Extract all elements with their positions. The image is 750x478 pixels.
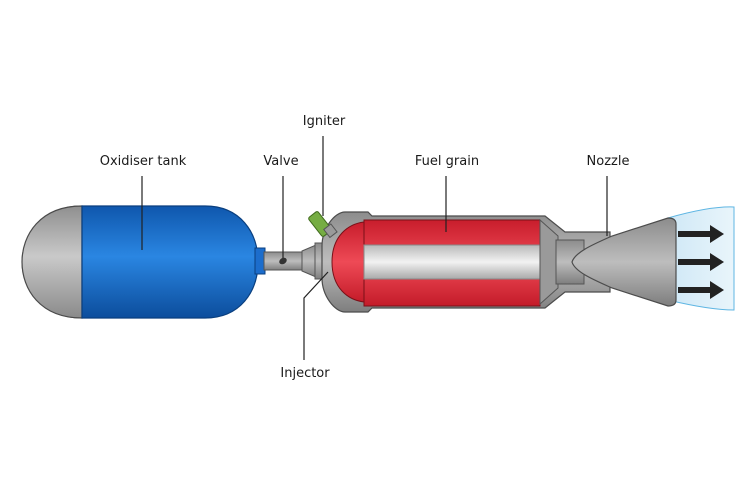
pre-chamber — [331, 221, 365, 303]
exhaust-arrow — [678, 225, 724, 243]
exhaust-arrow — [678, 253, 724, 271]
leader-injector — [303, 271, 329, 360]
igniter-tip — [323, 223, 338, 239]
exhaust-arrow — [678, 281, 724, 299]
exhaust-plume — [667, 206, 735, 311]
igniter — [308, 211, 338, 239]
combustion-chamber — [321, 211, 611, 313]
oxidiser-tank — [21, 205, 266, 319]
label-nozzle: Nozzle — [586, 154, 630, 169]
tank-body — [81, 205, 259, 319]
label-igniter: Igniter — [302, 114, 346, 129]
label-fuel-grain: Fuel grain — [414, 154, 480, 169]
nozzle — [571, 217, 677, 307]
label-oxidiser-tank: Oxidiser tank — [99, 154, 187, 169]
injector-flare — [301, 244, 317, 278]
label-injector: Injector — [280, 366, 330, 381]
leader-lines — [141, 136, 608, 360]
label-valve: Valve — [263, 154, 299, 169]
exhaust-arrows — [678, 225, 724, 299]
fuel-port — [363, 244, 541, 280]
post-chamber — [539, 218, 559, 306]
valve-disc — [279, 257, 287, 265]
tank-cap-dome — [21, 205, 83, 319]
